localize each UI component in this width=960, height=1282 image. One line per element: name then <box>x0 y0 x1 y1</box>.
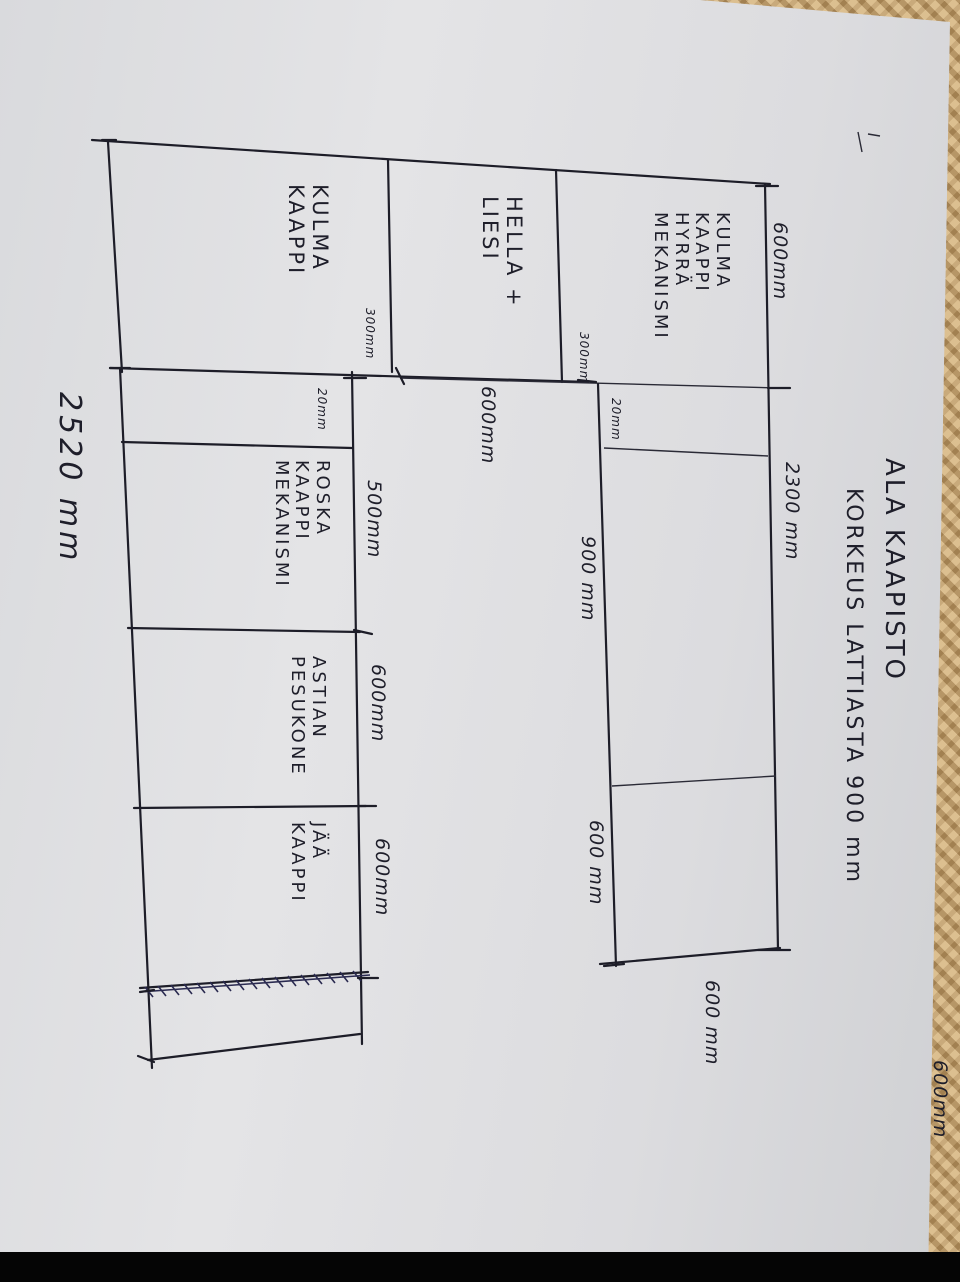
divider-fridge-end <box>138 970 370 990</box>
divider-corner-hob <box>386 158 394 374</box>
screen-bottom-bar <box>0 1252 960 1282</box>
right-divider-mid <box>611 775 777 787</box>
corner-mark-1 <box>857 131 863 153</box>
hob-base-line <box>399 377 781 389</box>
dimension-ticks <box>100 138 792 1064</box>
inner-left-wall <box>350 370 364 1046</box>
inner-right-wall <box>596 382 618 968</box>
top-edge-line <box>90 138 772 186</box>
bottom-end-line <box>146 1032 362 1062</box>
upper-block-bottom <box>108 366 590 384</box>
corner-mark-2 <box>867 133 881 137</box>
left-outer-line <box>118 366 154 1070</box>
left-outer-line-top <box>106 140 124 374</box>
filler-hatch <box>139 970 371 998</box>
right-bottom-line <box>598 946 782 966</box>
right-outer-line <box>763 182 780 952</box>
divider-hob-corner-top <box>554 168 564 384</box>
divider-bin-dish <box>126 626 362 634</box>
divider-dish-fridge <box>132 804 368 810</box>
divider-20mm <box>120 440 354 450</box>
right-divider-20mm <box>603 447 769 457</box>
